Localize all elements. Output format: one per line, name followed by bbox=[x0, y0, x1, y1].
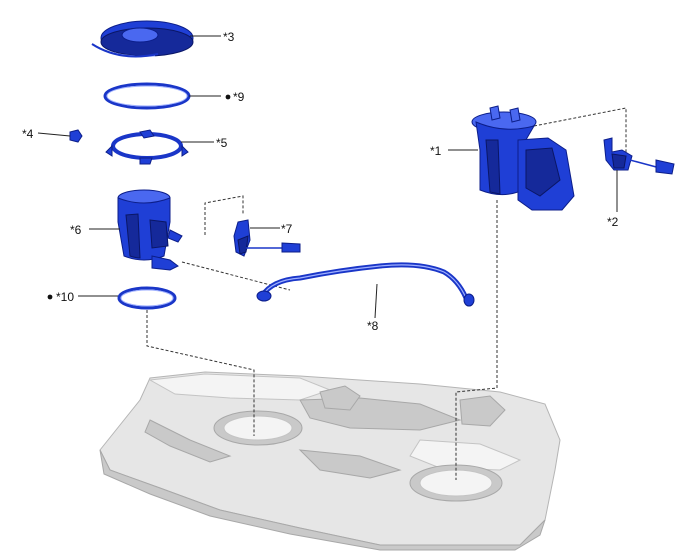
fuel-pump-module-right bbox=[471, 105, 575, 211]
callout-4: *4 bbox=[22, 127, 34, 141]
retainer-ring bbox=[105, 129, 189, 165]
gasket-ring-lower bbox=[117, 286, 177, 310]
callout-8: *8 bbox=[367, 319, 379, 333]
callout-7: *7 bbox=[281, 222, 293, 236]
fuel-tank-floor-panel bbox=[99, 371, 561, 551]
callout-5: *5 bbox=[216, 136, 228, 150]
fuel-sender-gauge-right bbox=[603, 137, 675, 175]
callout-6: *6 bbox=[70, 223, 82, 237]
callout-leader-lines bbox=[37, 35, 618, 319]
gasket-ring bbox=[103, 82, 191, 110]
callout-2: *2 bbox=[607, 215, 619, 229]
fuel-sender-gauge-plate bbox=[91, 20, 194, 58]
bullet-dot bbox=[225, 94, 231, 100]
fuel-sender-gauge-left bbox=[233, 219, 301, 257]
callout-1: *1 bbox=[430, 144, 442, 158]
small-clip-part bbox=[69, 129, 83, 143]
callout-labels: *3 *9 *4 *5 *6 *7 *10 *8 *1 *2 bbox=[22, 30, 619, 333]
fuel-tube-hose bbox=[256, 262, 475, 307]
fuel-pump-module-left bbox=[117, 189, 183, 271]
callout-9: *9 bbox=[233, 90, 245, 104]
callout-10: *10 bbox=[56, 290, 74, 304]
callout-3: *3 bbox=[223, 30, 235, 44]
bullet-dot bbox=[47, 294, 53, 300]
